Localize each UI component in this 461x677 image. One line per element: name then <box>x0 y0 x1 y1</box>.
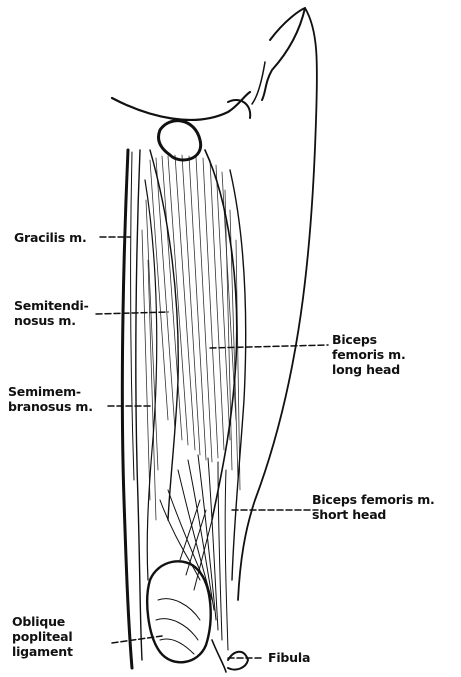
ischial-tuberosity <box>158 121 200 160</box>
label-gracilis: Gracilis m. <box>14 230 87 245</box>
fibula-outline <box>228 652 248 670</box>
label-biceps-short-head: Biceps femoris m. short head <box>312 492 435 522</box>
label-biceps-long-head: Biceps femoris m. long head <box>332 332 406 377</box>
label-semitendinosus: Semitendi- nosus m. <box>14 298 89 328</box>
label-fibula: Fibula <box>268 650 310 665</box>
label-oblique-popliteal-ligament: Oblique popliteal ligament <box>12 614 73 659</box>
pelvis-outline <box>112 92 250 120</box>
oblique-ligament-outline <box>147 561 210 662</box>
femur-outline <box>262 8 305 100</box>
label-semimembranosus: Semimem- branosus m. <box>8 384 93 414</box>
